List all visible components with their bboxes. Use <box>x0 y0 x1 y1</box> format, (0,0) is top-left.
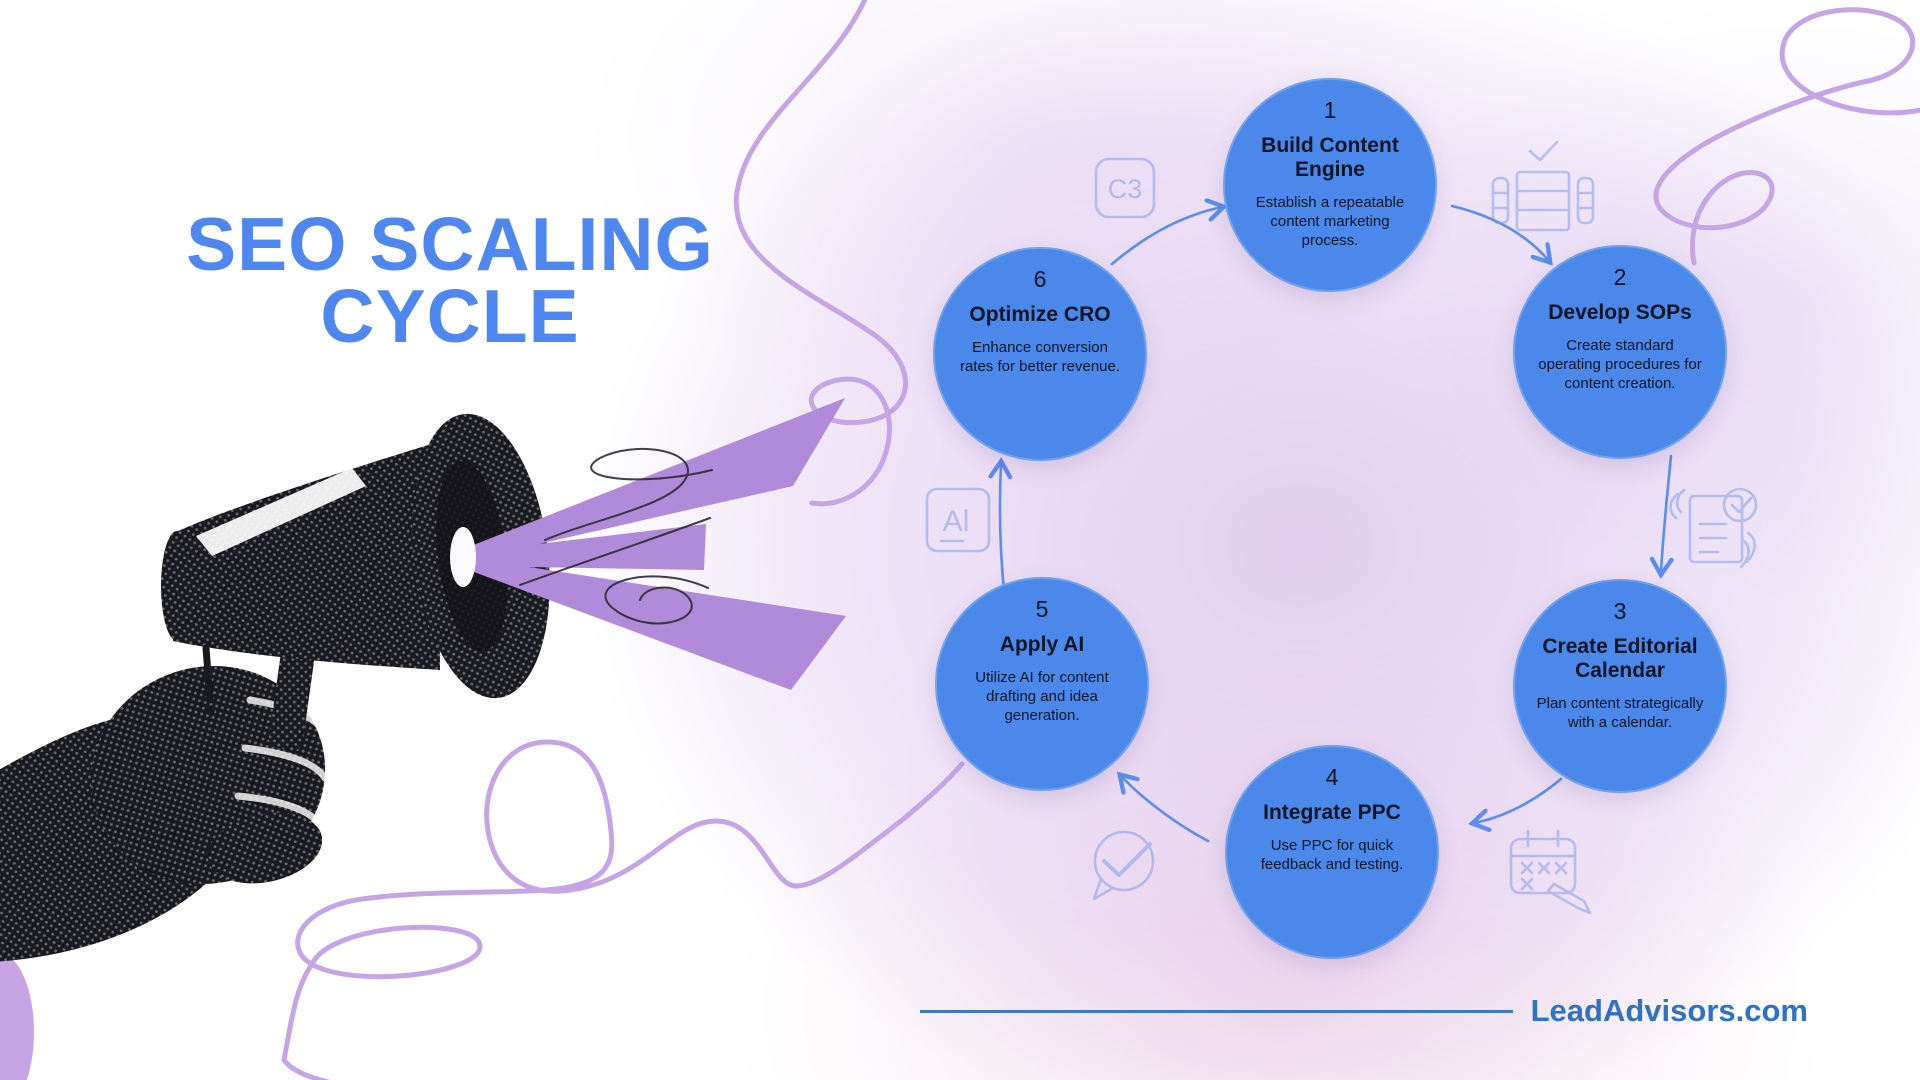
step-description: Use PPC for quick feedback and testing. <box>1260 837 1404 874</box>
beam-middle <box>471 524 706 570</box>
step-number: 1 <box>1323 97 1337 123</box>
calendar-pencil-icon <box>1509 829 1592 915</box>
c3-badge-label: C3 <box>1108 174 1143 204</box>
arm <box>0 715 208 962</box>
table-check-icon <box>1491 140 1595 232</box>
chat-check-icon <box>1092 830 1155 901</box>
arrow-1-to-2 <box>1450 204 1549 261</box>
step-circle-1: 1 Build Content Engine Establish a repea… <box>1223 78 1437 292</box>
step-title: Integrate PPC <box>1263 801 1401 824</box>
step-title: Optimize CRO <box>969 303 1111 326</box>
cone-back-cap <box>161 531 193 641</box>
step-description: Utilize AI for content drafting and idea… <box>975 669 1109 725</box>
step-description: Create standard operating procedures for… <box>1538 337 1702 393</box>
arrow-3-to-4 <box>1474 777 1563 823</box>
step-title: Apply AI <box>999 633 1085 656</box>
beam-upper <box>471 398 845 559</box>
document-approved-icon <box>1669 487 1758 569</box>
fist <box>90 666 326 884</box>
ai-badge-icon: Al <box>925 487 991 553</box>
footer: LeadAdvisors.com <box>920 993 1808 1029</box>
page-title: SEO SCALING CYCLE <box>120 202 780 358</box>
drip-dot <box>207 706 215 714</box>
page-title-line2: CYCLE <box>320 274 580 358</box>
step-number: 6 <box>1033 266 1047 292</box>
sound-beams <box>471 398 846 690</box>
megaphone-mouth <box>450 527 476 587</box>
step-number: 5 <box>1035 596 1049 622</box>
finger-gap <box>234 792 324 828</box>
step-circle-4: 4 Integrate PPC Use PPC for quick feedba… <box>1225 745 1439 959</box>
footer-rule <box>920 1009 1513 1013</box>
step-title: Develop SOPs <box>1548 301 1692 324</box>
step-circle-2: 2 Develop SOPs Create standard operating… <box>1513 245 1727 459</box>
step-title: Build Content Engine <box>1261 134 1399 182</box>
arrow-2-to-3 <box>1661 454 1671 573</box>
purple-edge-blob <box>0 954 34 1080</box>
step-circle-3: 3 Create Editorial Calendar Plan content… <box>1513 579 1727 793</box>
grip-bottom <box>207 812 323 884</box>
beam-lower <box>471 558 846 690</box>
step-title: Create Editorial Calendar <box>1542 635 1698 683</box>
drip <box>202 644 214 704</box>
arrow-4-to-5 <box>1121 776 1210 843</box>
arrow-5-to-6 <box>1000 463 1004 593</box>
scribble-line <box>544 447 713 541</box>
squiggle-bottom-left <box>281 739 965 1080</box>
megaphone-illustration <box>0 413 550 962</box>
ai-badge-label: Al <box>943 505 970 538</box>
step-number: 3 <box>1613 598 1627 624</box>
megaphone-cone <box>173 442 440 670</box>
step-description: Plan content strategically with a calend… <box>1536 695 1704 732</box>
finger-gap <box>246 696 328 736</box>
squiggle-top-right <box>1653 7 1920 266</box>
scribble-line <box>519 517 711 586</box>
finger-gap <box>241 744 329 782</box>
handle <box>268 627 318 751</box>
megaphone-bell <box>412 413 550 699</box>
cone-highlight <box>196 468 366 556</box>
scribble-line <box>604 575 709 625</box>
bell-inner <box>436 460 508 652</box>
c3-badge-icon: C3 <box>1094 157 1156 219</box>
step-number: 4 <box>1325 764 1339 790</box>
page-title-line1: SEO SCALING <box>186 202 714 286</box>
step-number: 2 <box>1613 264 1627 290</box>
step-description: Establish a repeatable content marketing… <box>1255 194 1405 250</box>
step-circle-5: 5 Apply AI Utilize AI for content drafti… <box>935 577 1149 791</box>
arrow-6-to-1 <box>1110 207 1222 266</box>
step-description: Enhance conversion rates for better reve… <box>959 339 1121 376</box>
brand-link[interactable]: LeadAdvisors.com <box>1530 993 1808 1028</box>
step-circle-6: 6 Optimize CRO Enhance conversion rates … <box>933 247 1147 461</box>
